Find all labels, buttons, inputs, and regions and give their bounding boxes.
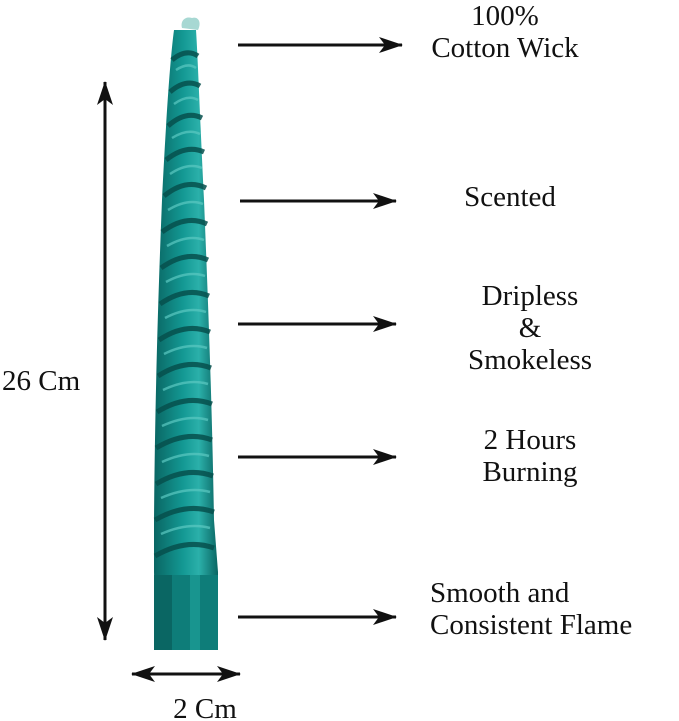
dimension-height-value: 26 Cm <box>2 365 81 397</box>
feature-dripless-line1: Dripless <box>481 280 579 312</box>
feature-cotton-wick-line1: 100% <box>471 0 539 32</box>
wick <box>181 17 200 30</box>
feature-flame-line1: Smooth and <box>430 577 570 609</box>
candle-body <box>153 30 218 650</box>
spiral-grooves <box>153 50 215 559</box>
feature-dripless-smokeless: Dripless & Smokeless <box>445 280 615 376</box>
feature-scented-line1: Scented <box>464 181 556 213</box>
feature-scented: Scented <box>440 181 580 213</box>
dimension-height-label: 26 Cm <box>2 365 112 397</box>
feature-cotton-wick: 100% Cotton Wick <box>405 0 605 64</box>
feature-cotton-wick-line2: Cotton Wick <box>431 32 579 64</box>
feature-dripless-line2: & <box>518 312 542 344</box>
spiral-highlights <box>160 64 211 536</box>
feature-flame-line2: Consistent Flame <box>430 609 633 641</box>
dimension-width-value: 2 Cm <box>173 693 237 721</box>
dimension-width-label: 2 Cm <box>150 693 260 721</box>
feature-burning-line2: Burning <box>482 456 578 488</box>
feature-burning-line1: 2 Hours <box>483 424 577 456</box>
feature-dripless-line3: Smokeless <box>467 344 593 376</box>
feature-consistent-flame: Smooth and Consistent Flame <box>430 577 679 641</box>
feature-burning-time: 2 Hours Burning <box>455 424 605 488</box>
